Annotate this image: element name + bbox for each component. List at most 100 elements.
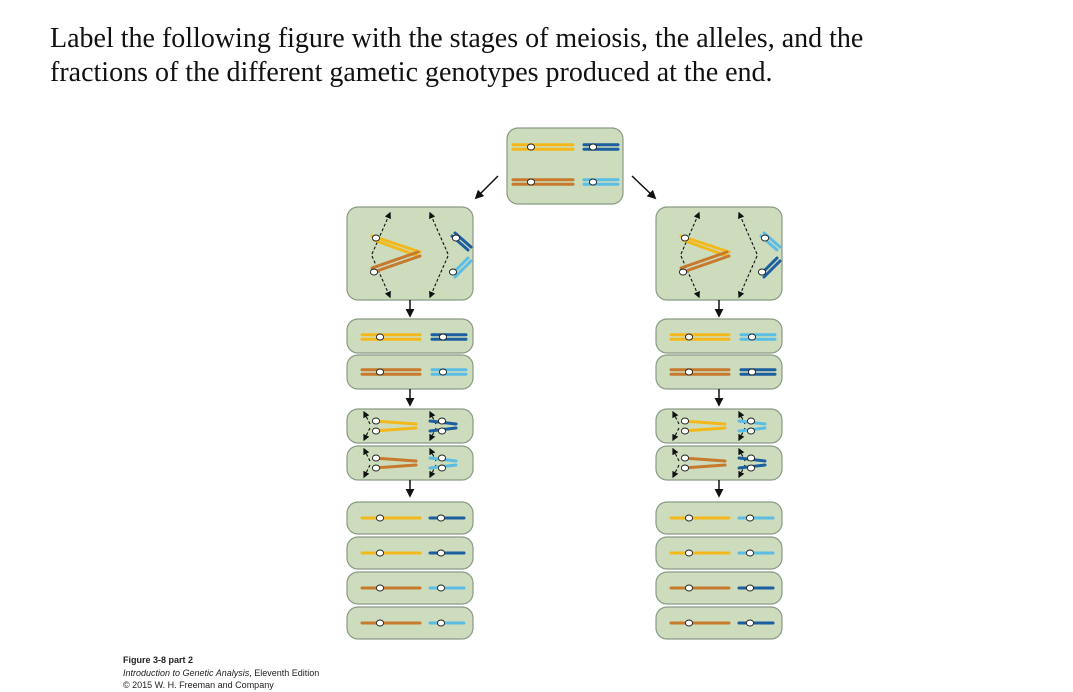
prompt-line-1: Label the following figure with the stag… [50,23,864,54]
right-mI-upper-blue-centromere [760,234,770,242]
right-mII-upper-left-centromere-b [680,427,690,435]
parent-yellow-chromosome-centromere [526,143,536,151]
right-mII-upper-spindle-up [672,410,680,425]
arrow-to-right-branch [631,175,657,200]
right-mII-lower-left-b [681,463,727,470]
left-telophase-I-cell-lower [346,354,474,390]
left-mI-lower-blue-b [453,259,473,279]
book-title: Introduction to Genetic Analysis [123,667,250,678]
left-mI-orange-centromere [369,268,379,276]
left-mII-lower-left-centromere-b [371,464,381,472]
left-mII-upper-spindle-down [363,427,371,442]
left-gamete-2-right-chromosome-centromere [436,549,446,557]
right-mI-lower-blue-centromere [757,268,767,276]
left-mII-upper-right-centromere-b [437,427,447,435]
right-mII-lower-right-centromere-a [746,454,756,462]
left-mII-lower-spindle-down [363,464,371,479]
left-mII-upper-left-centromere-b [371,427,381,435]
arrow-to-left-branch [474,175,499,200]
right-gamete-4-right-chromosome-centromere [745,619,755,627]
left-mII-lower-left-a [372,456,418,463]
right-gamete-1-right-chromosome-centromere [745,514,755,522]
left-mI-lower-blue-centromere [448,268,458,276]
right-mI-lower-blue-b [762,259,782,279]
left-tI-upper-yellow-centromere [375,333,385,341]
right-spindle-arrow-ul [680,211,700,255]
left-gamete-1-left-chromosome-centromere [375,514,385,522]
right-mI-orange-a [681,254,731,274]
right-spindle-arrow-dl [680,255,700,299]
parent-light-blue-chromosome-centromere [588,178,598,186]
right-mII-upper-right-centromere-a [746,417,756,425]
right-spindle-arrow-dr [738,255,758,299]
right-mI-orange-centromere [678,268,688,276]
right-mII-lower-spindle-up [672,447,680,462]
right-mII-upper-left-a [681,419,727,426]
right-tI-lower-dark-blue-centromere [747,368,757,376]
right-mII-upper-left-b [681,426,727,433]
left-spindle-arrow-ur [429,211,449,255]
question-prompt: Label the following figure with the stag… [50,22,1040,90]
left-mII-lower-right-centromere-a [437,454,447,462]
right-gamete-3-left-chromosome-centromere [684,584,694,592]
figure-caption: Figure 3-8 part 2 Introduction to Geneti… [123,654,319,692]
right-mII-lower-right-centromere-b [746,464,756,472]
left-mI-orange-b [370,250,420,270]
left-mII-lower-left-b [372,463,418,470]
left-gamete-2-left-chromosome-centromere [375,549,385,557]
left-tI-upper-dark-blue-centromere [438,333,448,341]
left-mII-upper-left-a [372,419,418,426]
right-mII-upper-spindle-down [672,427,680,442]
figure-number: Figure 3-8 part 2 [123,655,194,665]
prompt-line-2: fractions of the different gametic genot… [50,57,773,88]
right-gamete-4-left-chromosome-centromere [684,619,694,627]
right-mI-orange-b [679,250,729,270]
left-gamete-4-left-chromosome-centromere [375,619,385,627]
right-mI-yellow-centromere [680,234,690,242]
right-meiosis-II-cell-lower [655,445,783,481]
right-gamete-3-right-chromosome-centromere [745,584,755,592]
left-meiosis-II-cell-lower [346,445,474,481]
right-mII-lower-left-centromere-b [680,464,690,472]
left-mII-upper-right-centromere-a [437,417,447,425]
right-tI-upper-yellow-centromere [684,333,694,341]
book-reference: Introduction to Genetic Analysis, Eleven… [123,667,319,680]
right-mII-lower-left-centromere-a [680,454,690,462]
left-gamete-3-left-chromosome-centromere [375,584,385,592]
left-meiosis-II-cell-upper [346,408,474,444]
left-mII-upper-spindle-up [363,410,371,425]
left-mII-lower-right-centromere-b [437,464,447,472]
right-gamete-2-right-chromosome-centromere [745,549,755,557]
left-mI-yellow-centromere [371,234,381,242]
left-spindle-arrow-dr [429,255,449,299]
left-mI-orange-a [372,254,422,274]
left-mII-lower-spindle-up [363,447,371,462]
left-gamete-3-right-chromosome-centromere [436,584,446,592]
left-mI-upper-blue-centromere [451,234,461,242]
right-mII-lower-spindle-down [672,464,680,479]
right-meiosis-II-cell-upper [655,408,783,444]
left-spindle-arrow-dl [371,255,391,299]
left-gamete-1-right-chromosome-centromere [436,514,446,522]
left-mII-upper-left-b [372,426,418,433]
parent-dark-blue-chromosome-centromere [588,143,598,151]
right-tI-upper-light-blue-centromere [747,333,757,341]
parent-cell [506,127,624,205]
right-mII-upper-right-centromere-b [746,427,756,435]
right-spindle-arrow-ur [738,211,758,255]
right-tI-lower-orange-centromere [684,368,694,376]
parent-orange-chromosome-centromere [526,178,536,186]
left-tI-lower-orange-centromere [375,368,385,376]
right-telophase-I-cell-lower [655,354,783,390]
left-spindle-arrow-ul [371,211,391,255]
right-mII-upper-left-centromere-a [680,417,690,425]
left-gamete-4-right-chromosome-centromere [436,619,446,627]
right-gamete-2-left-chromosome-centromere [684,549,694,557]
left-tI-lower-light-blue-centromere [438,368,448,376]
right-mII-lower-left-a [681,456,727,463]
left-mII-upper-left-centromere-a [371,417,381,425]
copyright: © 2015 W. H. Freeman and Company [123,680,274,690]
right-gamete-1-left-chromosome-centromere [684,514,694,522]
book-edition: , Eleventh Edition [249,667,320,678]
